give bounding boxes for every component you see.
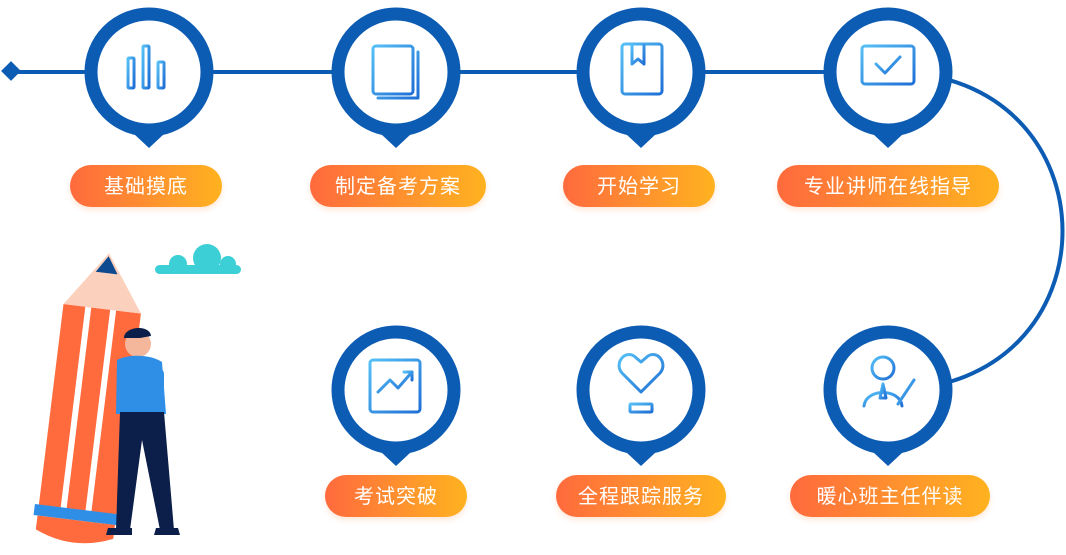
step-label-6: 全程跟踪服务	[556, 475, 726, 517]
step-node-1	[84, 7, 214, 148]
curve-connector-line	[889, 70, 1065, 392]
document-list-icon	[371, 44, 420, 100]
cloud-decoration	[155, 244, 241, 274]
step-label-2: 制定备考方案	[310, 165, 486, 207]
step-node-7	[823, 325, 953, 466]
step-node-2	[331, 7, 461, 148]
step-label-5: 考试突破	[325, 475, 467, 517]
step-label-4: 专业讲师在线指导	[777, 165, 999, 207]
start-diamond-marker	[1, 61, 21, 81]
step-label-7: 暖心班主任伴读	[790, 475, 990, 517]
heart-trophy-icon	[617, 353, 665, 414]
step-node-6	[576, 325, 706, 466]
step-node-4	[823, 7, 953, 148]
trend-chart-icon	[368, 358, 422, 414]
step-node-5	[331, 325, 461, 466]
step-node-3	[576, 7, 706, 148]
step-label-3: 开始学习	[563, 165, 715, 207]
teacher-icon	[862, 355, 920, 408]
pencil-illustration	[33, 253, 141, 544]
step-label-1: 基础摸底	[70, 165, 222, 207]
bar-chart-icon	[122, 44, 176, 98]
person-illustration	[106, 327, 180, 535]
monitor-check-icon	[860, 44, 916, 98]
bookmark-book-icon	[620, 42, 664, 96]
